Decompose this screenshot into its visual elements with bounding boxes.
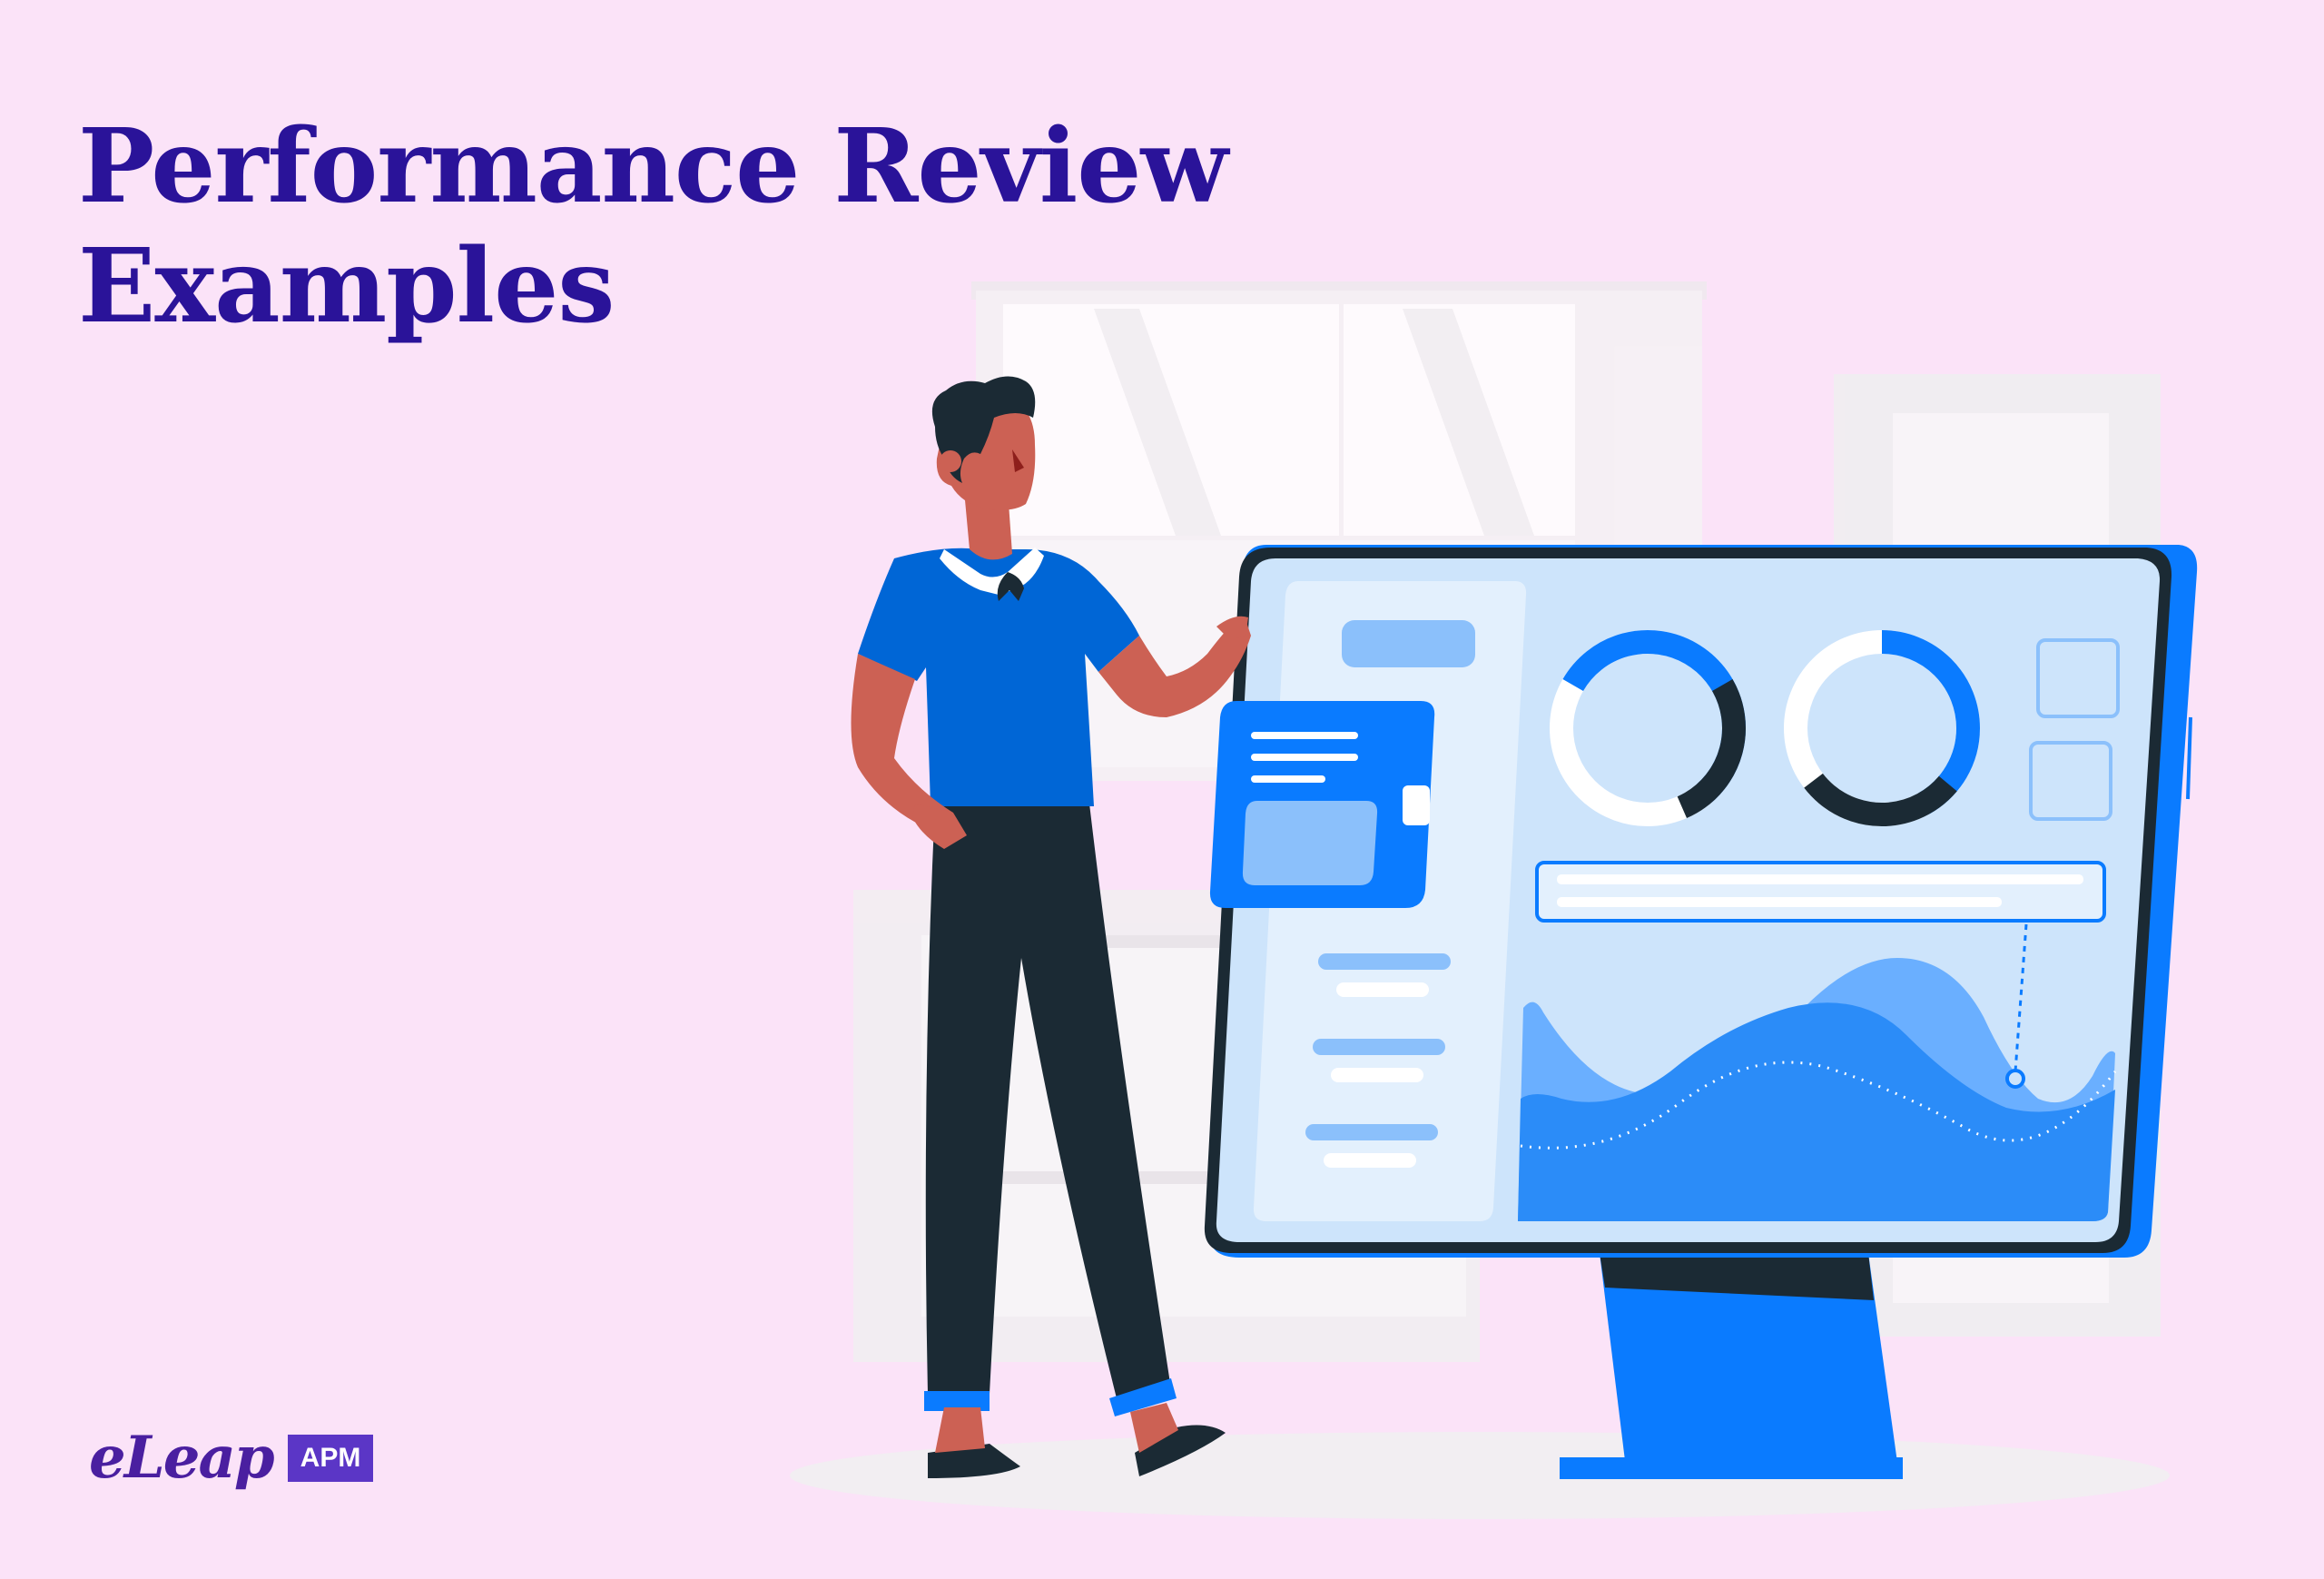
monitor-stand <box>1560 1253 1903 1479</box>
brand-wordmark: eLeap <box>89 1424 275 1492</box>
title-line-2: Examples <box>78 227 615 346</box>
progress-bar <box>1535 861 2106 923</box>
person <box>851 376 1251 1478</box>
donut-chart-icon <box>1550 630 1746 826</box>
floor-shadow <box>790 1432 2170 1519</box>
brand-logo: eLeap APM <box>89 1424 374 1492</box>
list-card-icon <box>1209 701 1435 908</box>
brand-badge: APM <box>287 1435 374 1482</box>
title-line-1: Performance Review <box>78 107 1228 226</box>
monitor <box>1204 545 2198 1258</box>
donut-chart-icon <box>1784 630 1980 826</box>
panel-header-pill <box>1342 620 1475 667</box>
page-title: Performance Review Examples <box>78 107 1228 347</box>
area-chart-icon <box>1518 923 2117 1221</box>
